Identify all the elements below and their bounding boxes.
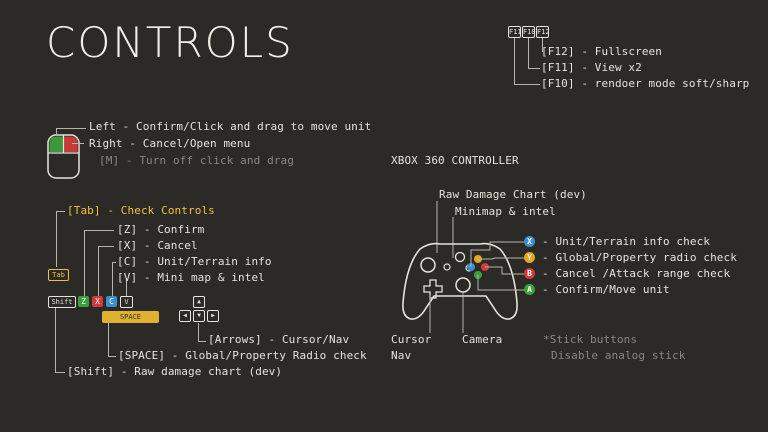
arrows-label: [Arrows] - Cursor/Nav bbox=[208, 333, 350, 346]
xbox-b-label: - Cancel /Attack range check bbox=[542, 267, 731, 280]
f11-label: [F11] - View x2 bbox=[541, 61, 642, 74]
arrow-down-icon: ▼ bbox=[193, 310, 205, 322]
f10-label: [F10] - rendoer mode soft/sharp bbox=[541, 77, 750, 90]
space-label: [SPACE] - Global/Property Radio check bbox=[118, 349, 367, 362]
key-tab: Tab bbox=[48, 269, 69, 281]
xbox-y-button: Y bbox=[524, 252, 535, 263]
arrow-right-icon: ▶ bbox=[207, 310, 219, 322]
xbox-b-text: Cancel /Attack range check bbox=[555, 267, 731, 280]
shift-label: [Shift] - Raw damage chart (dev) bbox=[67, 365, 283, 378]
camera-label: Camera bbox=[462, 333, 503, 346]
mouse-m-label: [M] - Turn off click and drag bbox=[99, 154, 294, 167]
xbox-x-label: - Unit/Terrain info check bbox=[542, 235, 711, 248]
key-z: Z bbox=[78, 296, 89, 307]
nav-label: Nav bbox=[391, 349, 412, 362]
minimap-label: Minimap & intel bbox=[455, 205, 556, 218]
xbox-x-text: Unit/Terrain info check bbox=[555, 235, 711, 248]
key-c: C bbox=[106, 296, 117, 307]
mouse-right-label: Right - Cancel/Open menu bbox=[89, 137, 251, 150]
x-label: [X] - Cancel bbox=[117, 239, 198, 252]
arrow-up-icon: ▲ bbox=[193, 296, 205, 308]
key-x: X bbox=[92, 296, 103, 307]
key-v: V bbox=[120, 296, 133, 308]
key-f10: F10 bbox=[522, 26, 536, 38]
arrow-left-icon: ◀ bbox=[179, 310, 191, 322]
cursor-label: Cursor bbox=[391, 333, 432, 346]
xbox-x-button: X bbox=[524, 236, 535, 247]
z-label: [Z] - Confirm bbox=[117, 223, 205, 236]
tab-label: [Tab] - Check Controls bbox=[67, 204, 215, 217]
key-f11: F11 bbox=[508, 26, 522, 38]
xbox-a-label: - Confirm/Move unit bbox=[542, 283, 670, 296]
disable-analog-label: Disable analog stick bbox=[551, 349, 686, 362]
xbox-a-text: Confirm/Move unit bbox=[555, 283, 670, 296]
xbox-controller-icon bbox=[402, 201, 527, 333]
key-shift: Shift bbox=[48, 296, 76, 308]
c-label: [C] - Unit/Terrain info bbox=[117, 255, 272, 268]
xbox-y-text: Global/Property radio check bbox=[555, 251, 737, 264]
xbox-y-label: - Global/Property radio check bbox=[542, 251, 737, 264]
stick-buttons-label: *Stick buttons bbox=[543, 333, 638, 346]
key-f12: F12 bbox=[536, 26, 550, 38]
mouse-left-label: Left - Confirm/Click and drag to move un… bbox=[89, 120, 372, 133]
xbox-a-button: A bbox=[524, 284, 535, 295]
key-space: SPACE bbox=[102, 311, 159, 323]
f12-label: [F12] - Fullscreen bbox=[541, 45, 663, 58]
v-label: [V] - Mini map & intel bbox=[117, 271, 265, 284]
xbox-b-button: B bbox=[524, 268, 535, 279]
xbox-heading: XBOX 360 CONTROLLER bbox=[391, 154, 519, 167]
raw-damage-label: Raw Damage Chart (dev) bbox=[439, 188, 587, 201]
page-title: CONTROLS bbox=[46, 18, 294, 67]
mouse-icon bbox=[47, 134, 80, 179]
